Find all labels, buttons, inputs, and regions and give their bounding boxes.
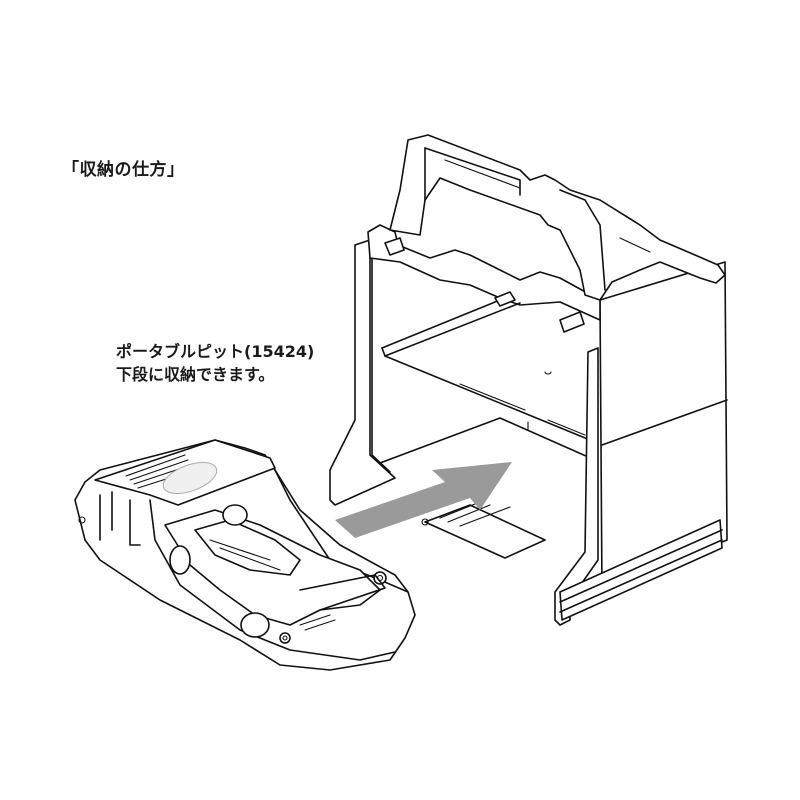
section-heading: 「収納の仕方」 (62, 160, 185, 180)
caption: ポータブルピット(15424) 下段に収納できます。 (116, 340, 314, 386)
caption-product-line: ポータブルピット(15424) (116, 342, 315, 361)
insert-arrow (335, 462, 512, 538)
caption-instruction-line: 下段に収納できます。 (116, 365, 275, 384)
storage-box (329, 134, 728, 626)
arrow-shape (335, 462, 512, 538)
pit-logo-emblem (162, 461, 218, 495)
portable-pit-case (74, 439, 416, 671)
mini-4wd-car (164, 504, 387, 644)
